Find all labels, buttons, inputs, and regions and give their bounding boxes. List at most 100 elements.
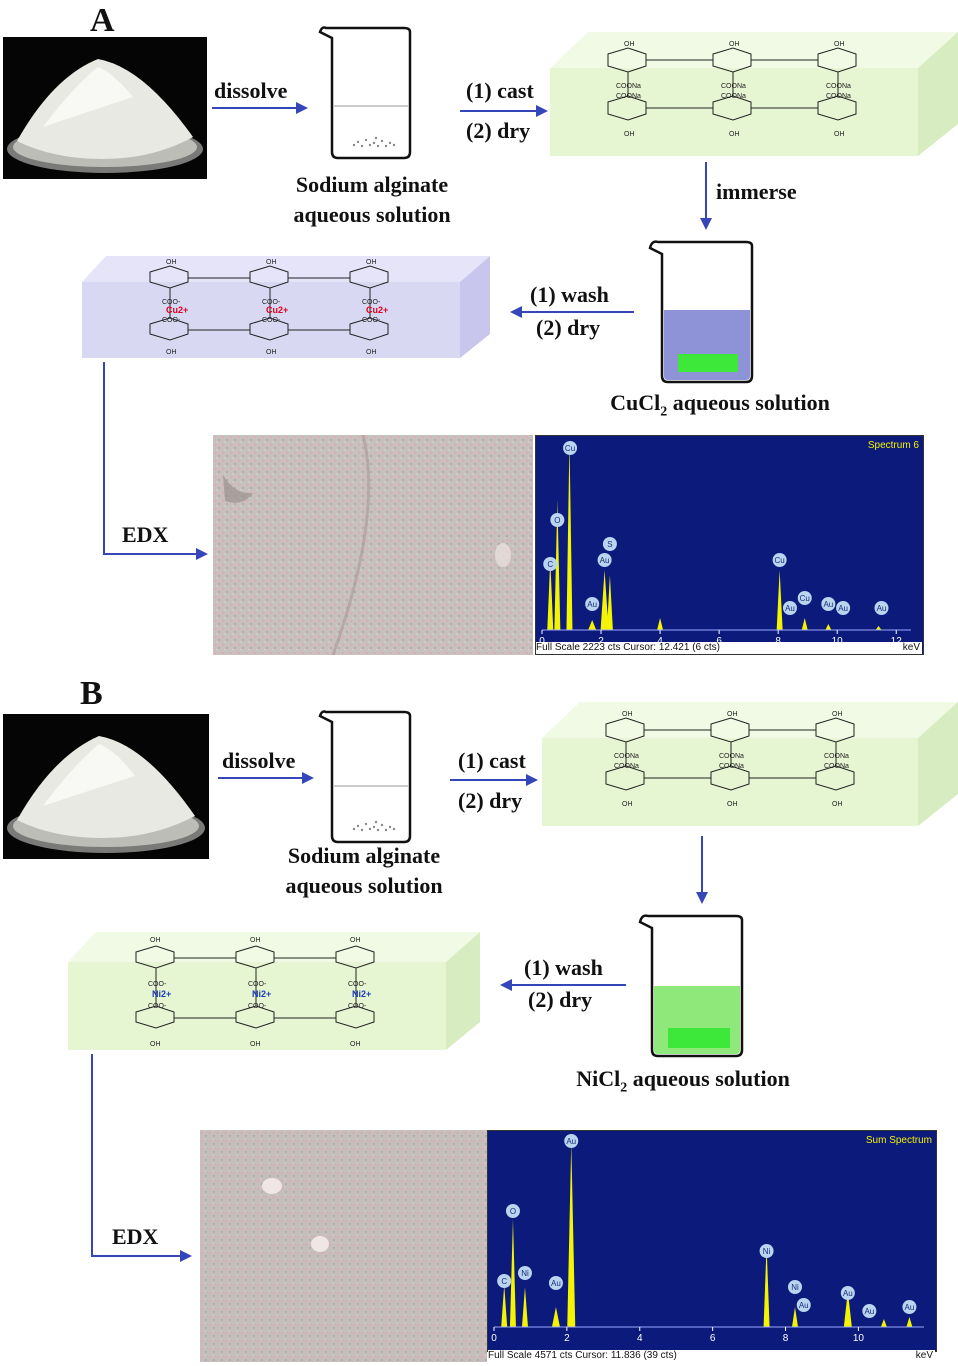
beaker-nicl2-icon	[638, 914, 744, 1058]
spectrum-b-tick-label: 8	[783, 1333, 789, 1344]
spectrum-a-peak-label: Au	[600, 556, 610, 565]
spectrum-b-peak-label: Au	[566, 1137, 576, 1146]
svg-text:Ni2+: Ni2+	[152, 989, 171, 999]
spectrum-a-peak-badge	[550, 513, 565, 527]
spectrum-b-peak-label: Ni	[521, 1269, 529, 1278]
svg-text:Ni2+: Ni2+	[252, 989, 271, 999]
svg-text:OH: OH	[622, 801, 633, 808]
spectrum-b-peak-label: C	[501, 1277, 507, 1286]
svg-text:OH: OH	[350, 1041, 361, 1048]
spectrum-a-tick-label: 12	[891, 636, 903, 647]
spectrum-a-peak-label: Au	[838, 604, 848, 613]
spectrum-b-peak-label: Au	[799, 1301, 809, 1310]
svg-text:Ni2+: Ni2+	[352, 989, 371, 999]
svg-text:COONa: COONa	[719, 753, 744, 760]
alginate-film-cu: OH OH OH OH OH OH COO- COO- COO- COO- CO…	[82, 256, 490, 358]
spectrum-a-peak-badge	[602, 537, 617, 551]
spectrum-a-peak-label: Cu	[800, 594, 810, 603]
spectrum-a-peak-label: Cu	[565, 444, 575, 453]
spectrum-a-peak-label: Au	[785, 604, 795, 613]
sem-image-ni	[200, 1130, 487, 1362]
svg-text:OH: OH	[266, 259, 277, 266]
spectrum-a-peak-badge	[563, 441, 578, 455]
spectrum-b-peak-badge	[759, 1244, 774, 1258]
wash-arrow-b	[500, 979, 626, 991]
spectrum-a-tick-label: 4	[657, 636, 663, 647]
dissolve-label: dissolve	[214, 78, 288, 103]
panel-b-letter: B	[80, 675, 103, 712]
svg-text:OH: OH	[729, 131, 740, 138]
spectrum-a-peak-label: Cu	[775, 556, 785, 565]
svg-text:OH: OH	[150, 937, 161, 944]
spectrum-b-title: Sum Spectrum	[866, 1135, 932, 1146]
spectrum-a-peak-badge	[874, 601, 889, 615]
svg-text:COO-: COO-	[148, 981, 167, 988]
immerse-label: immerse	[716, 179, 797, 204]
wash-label-b: (1) wash	[524, 955, 603, 980]
cast-label-b: (1) cast	[458, 748, 526, 773]
edx-connector-b	[91, 1054, 192, 1262]
svg-text:COO-: COO-	[248, 1003, 267, 1010]
dry-label: (2) dry	[466, 118, 531, 143]
spectrum-a-tick-label: 2	[598, 636, 604, 647]
svg-text:OH: OH	[366, 259, 377, 266]
spectrum-b-tick-label: 6	[710, 1333, 716, 1344]
svg-text:OH: OH	[834, 131, 845, 138]
spectrum-a-peak-badge	[782, 601, 797, 615]
spectrum-a-peak-label: Au	[823, 600, 833, 609]
spectrum-b-peak-badge	[862, 1304, 877, 1318]
spectrum-a-peak-badge	[821, 597, 836, 611]
dry2-label-b: (2) dry	[528, 987, 593, 1012]
svg-text:OH: OH	[350, 937, 361, 944]
svg-text:Cu2+: Cu2+	[266, 305, 288, 315]
svg-text:OH: OH	[250, 1041, 261, 1048]
cast-arrow-b	[450, 774, 538, 786]
spectrum-a-peak-label: S	[607, 540, 612, 549]
svg-text:COONa: COONa	[824, 763, 849, 770]
spectrum-b-tick-label: 10	[853, 1333, 865, 1344]
svg-text:COONa: COONa	[721, 93, 746, 100]
spectrum-a-tick-label: 10	[832, 636, 844, 647]
cast-label: (1) cast	[466, 78, 534, 103]
svg-text:COO-: COO-	[162, 299, 181, 306]
spectrum-b-peak-label: Ni	[763, 1247, 771, 1256]
spectrum-b-peak-label: Au	[551, 1279, 561, 1288]
svg-text:OH: OH	[729, 41, 740, 48]
spectrum-b-tick-label: 2	[564, 1333, 570, 1344]
spectrum-a-peak-badge	[797, 591, 812, 605]
sodium-alginate-caption-b: Sodium alginate aqueous solution	[285, 843, 443, 898]
svg-text:COO-: COO-	[362, 317, 381, 324]
svg-text:OH: OH	[624, 41, 635, 48]
svg-text:Cu2+: Cu2+	[166, 305, 188, 315]
spectrum-b-peak-badge	[505, 1204, 520, 1218]
svg-text:COO-: COO-	[162, 317, 181, 324]
svg-text:OH: OH	[150, 1041, 161, 1048]
dissolve-label-b: dissolve	[222, 748, 296, 773]
svg-text:COO-: COO-	[148, 1003, 167, 1010]
dry2-label: (2) dry	[536, 315, 601, 340]
dissolve-arrow	[212, 102, 308, 114]
immerse-arrow	[700, 162, 712, 230]
dissolve-arrow-b	[218, 772, 314, 784]
cucl2-caption: CuCl2 aqueous solution	[610, 390, 830, 420]
svg-text:OH: OH	[832, 801, 843, 808]
spectrum-a-peak-badge	[597, 553, 612, 567]
spectrum-a-peak-badge	[585, 597, 600, 611]
svg-text:COONa: COONa	[614, 763, 639, 770]
svg-text:OH: OH	[834, 41, 845, 48]
edx-connector-a	[103, 362, 208, 560]
spectrum-b-peak-label: Ni	[791, 1283, 799, 1292]
spectrum-a-tick-label: 0	[539, 636, 545, 647]
svg-text:Cu2+: Cu2+	[366, 305, 388, 315]
svg-text:COONa: COONa	[616, 83, 641, 90]
spectrum-footer-a: Full Scale 2223 cts Cursor: 12.421 (6 ct…	[536, 642, 922, 654]
svg-text:OH: OH	[166, 259, 177, 266]
svg-text:COO-: COO-	[362, 299, 381, 306]
spectrum-b-tick-label: 0	[491, 1333, 497, 1344]
spectrum-a-peak-label: Au	[877, 604, 887, 613]
beaker-empty-icon-b	[318, 710, 412, 844]
spectrum-b-peak-label: O	[510, 1207, 516, 1216]
spectrum-a-title: Spectrum 6	[868, 440, 920, 451]
spectrum-b-peak-badge	[840, 1286, 855, 1300]
